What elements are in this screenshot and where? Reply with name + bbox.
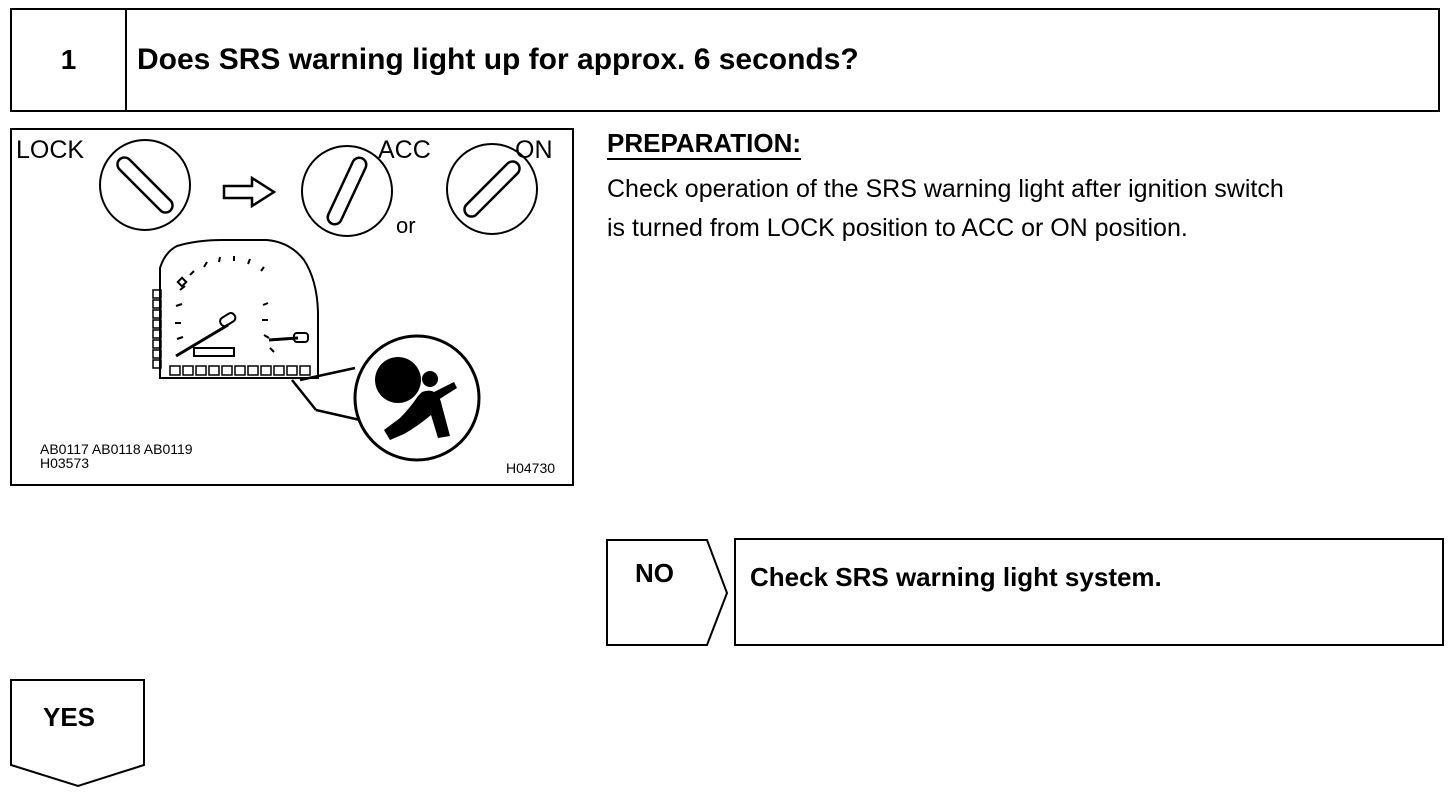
preparation-heading: PREPARATION:	[607, 128, 802, 160]
figure-codes-line1: AB0117 AB0118 AB0119	[40, 441, 193, 457]
figure-codes-line2: H03573	[40, 455, 89, 471]
label-or: or	[396, 213, 416, 238]
key-cylinder-acc-icon	[301, 145, 393, 237]
combination-meter-icon	[152, 239, 319, 379]
no-branch-tag: NO	[605, 538, 729, 653]
no-label: NO	[635, 558, 674, 588]
label-on: ON	[515, 136, 553, 164]
label-acc: ACC	[378, 136, 431, 164]
arrow-right-icon	[222, 175, 277, 209]
srs-airbag-warning-icon	[353, 334, 481, 462]
figure-code: H04730	[506, 460, 555, 476]
key-cylinder-lock-icon	[99, 139, 191, 231]
no-arrow-shape	[606, 539, 729, 646]
yes-arrow-shape	[10, 679, 145, 788]
ignition-srs-figure: LOCK ACC ON or	[10, 128, 574, 486]
step-question: Does SRS warning light up for approx. 6 …	[137, 43, 859, 76]
label-lock: LOCK	[16, 136, 84, 164]
step-header: 1 Does SRS warning light up for approx. …	[10, 8, 1440, 112]
no-action-box: Check SRS warning light system.	[734, 538, 1444, 646]
preparation-line-1: Check operation of the SRS warning light…	[607, 175, 1284, 203]
figure-illustration: LOCK ACC ON or	[16, 136, 555, 476]
step-number: 1	[12, 10, 127, 110]
no-action-text: Check SRS warning light system.	[750, 562, 1162, 592]
preparation-line-2: is turned from LOCK position to ACC or O…	[607, 214, 1188, 242]
callout-leader	[291, 366, 361, 422]
key-cylinder-on-icon	[446, 143, 538, 235]
preparation-body: Check operation of the SRS warning light…	[607, 170, 1455, 248]
yes-label: YES	[43, 702, 96, 732]
yes-branch-tag: YES	[9, 678, 149, 795]
